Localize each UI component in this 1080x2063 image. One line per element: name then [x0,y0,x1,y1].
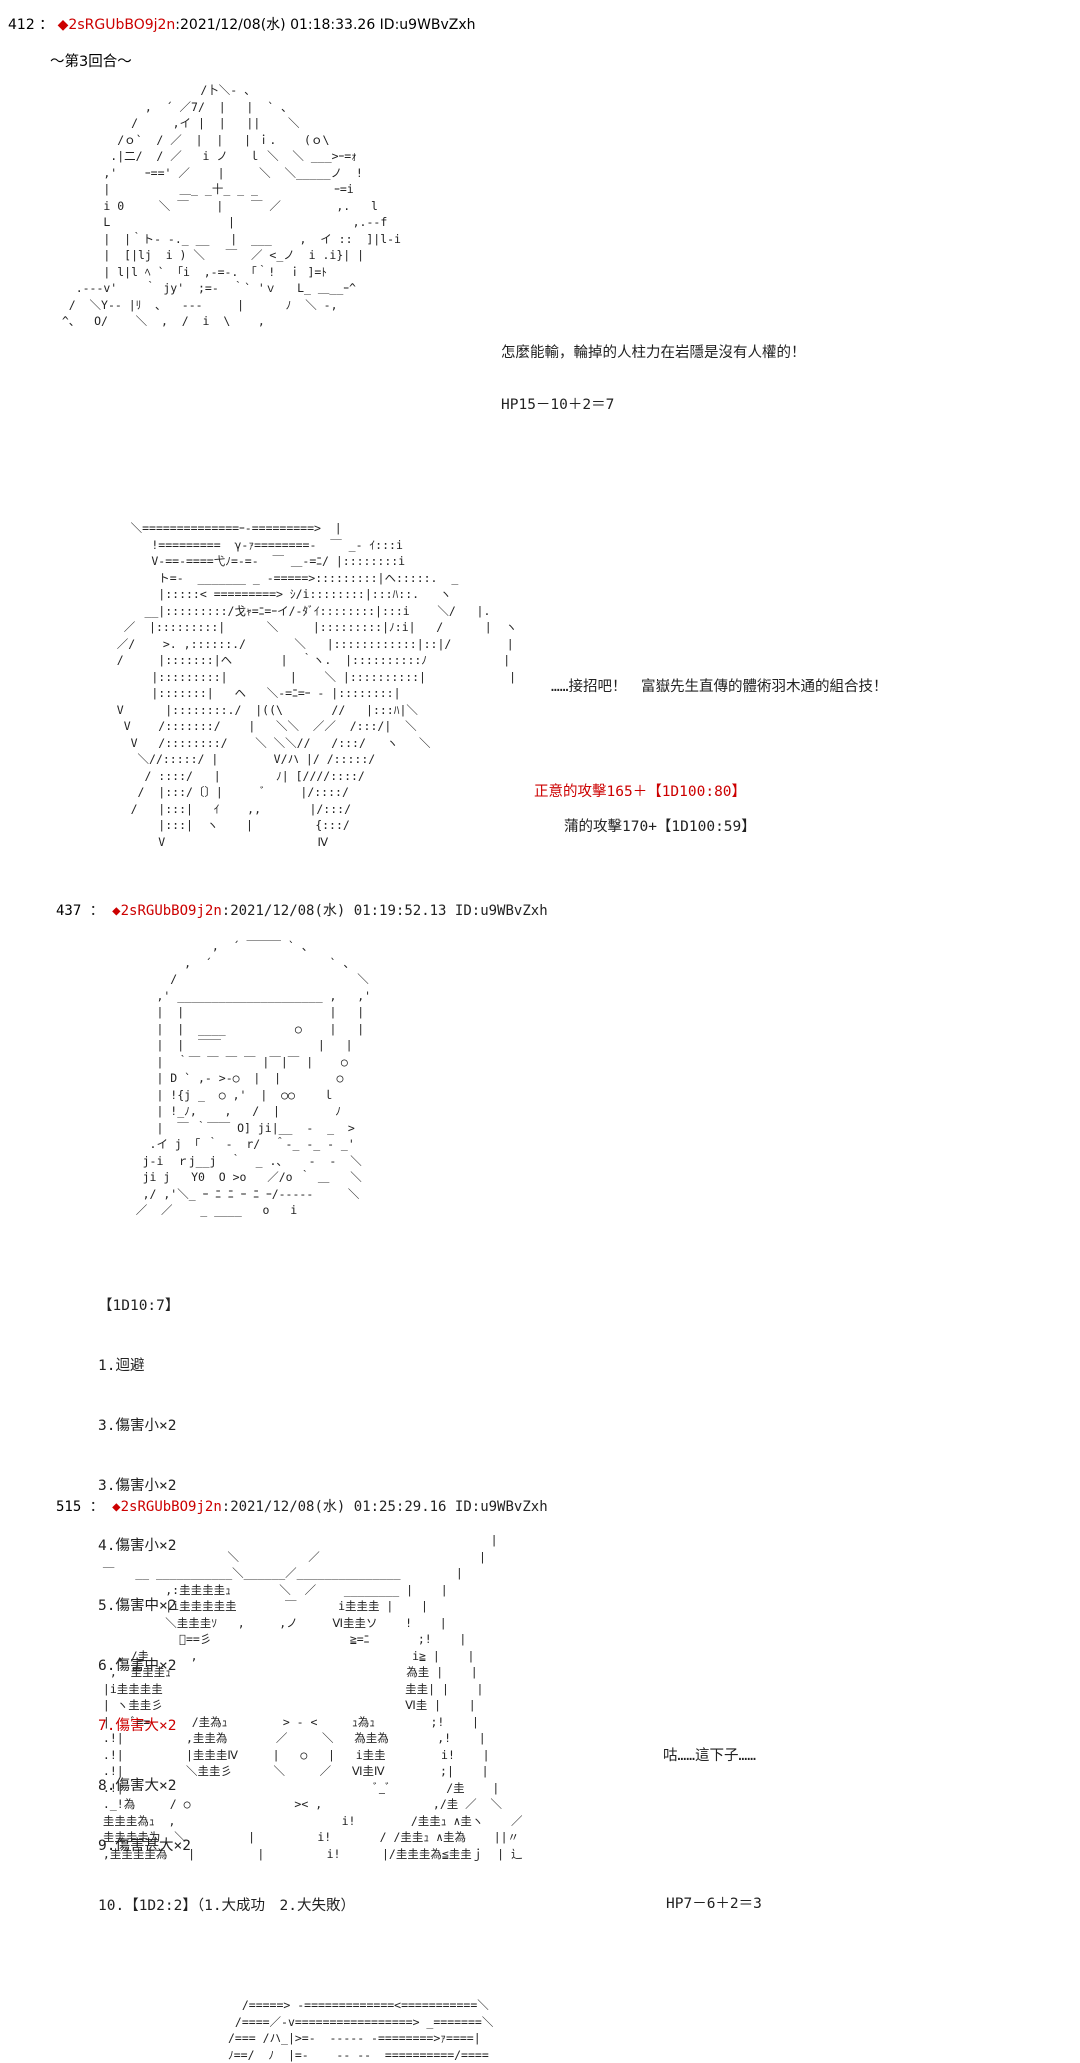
list-item: 10.【1D2:2】（1.大成功 2.大失敗） [98,1898,356,1914]
dialogue-line-3: 咕……這下子…… [663,1748,756,1764]
post-number[interactable]: 412 [8,17,35,33]
hp-calc-line: HP15－10＋2＝7 [501,397,615,413]
list-item: 6.傷害中×2 [98,1658,177,1674]
ascii-art-bottom-fragment: /=====> -=============<===========＼ /===… [228,1998,494,2062]
list-item: 3.傷害小×2 [98,1418,177,1434]
list-item: 8.傷害大×2 [98,1778,177,1794]
list-item: 9.傷害甚大×2 [98,1838,191,1854]
post-number[interactable]: 515 [56,1499,82,1515]
dialogue-line-2: ……接招吧！ 富嶽先生直傳的體術羽木通的組合技！ [551,679,888,695]
trip-code: 2sRGUbBO9j2n [120,1499,222,1515]
post-header-515: 515 ： ◆2sRGUbBO9j2n:2021/12/08(水) 01:25:… [56,1499,548,1516]
dialogue-line-1: 怎麼能輸，輪掉的人柱力在岩隱是沒有人權的！ [501,345,806,361]
list-item: 1.迴避 [98,1358,145,1374]
separator: ： [89,903,104,919]
ascii-art-warrior-stance: ＼==============ｰ-=========> | !=========… [116,521,518,849]
post-meta: :2021/12/08(水) 01:25:29.16 ID:u9WBvZxh [221,1499,548,1515]
trip-code: 2sRGUbBO9j2n [68,17,176,33]
list-item: 4.傷害小×2 [98,1538,177,1554]
trip-diamond-icon: ◆ [112,1499,121,1515]
ascii-art-helmet-character: /卜＼- 、 , ´ ／7/ | | ` 、 / ,イ | | || ＼ /ｏ`… [56,83,888,2062]
separator: ： [89,1499,104,1515]
list-item: 3.傷害小×2 [98,1478,177,1494]
trip-code: 2sRGUbBO9j2n [120,903,222,919]
post-meta: :2021/12/08(水) 01:18:33.26 ID:u9WBvZxh [175,17,476,33]
trip-diamond-icon: ◆ [112,903,121,919]
post-header-437: 437 ： ◆2sRGUbBO9j2n:2021/12/08(水) 01:19:… [56,903,548,920]
separator: ： [39,17,54,33]
ascii-art-masked-character: , ´ ￣￣￣ ` 、 , ´ ` 、 / ＼ ,' _____________… [135,939,372,1217]
trip-diamond-icon: ◆ [57,17,69,33]
hp-calc-line-2: HP7－6＋2＝3 [666,1896,762,1912]
post-header-412: 412 ： ◆2sRGUbBO9j2n:2021/12/08(水) 01:18:… [8,14,476,34]
ascii-art-closeup-face: | ＼ ／ | ￣ __ ___________＼______／________… [102,1533,523,1861]
round-title: ～第3回合～ [50,54,132,70]
post-number[interactable]: 437 [56,903,82,919]
attack-roll-line: 蒲的攻擊170+【1D100:59】 [564,819,756,835]
list-item-selected: 7.傷害大×2 [98,1718,177,1734]
attack-roll-highlight: 正意的攻擊165＋【1D100:80】 [534,784,747,800]
dice-result-list: 【1D10:7】 1.迴避 3.傷害小×2 3.傷害小×2 4.傷害小×2 5.… [98,1256,355,1936]
list-item: 5.傷害中×2 [98,1598,177,1614]
dice-roll-result: 【1D10:7】 [98,1298,180,1314]
post-meta: :2021/12/08(水) 01:19:52.13 ID:u9WBvZxh [221,903,548,919]
